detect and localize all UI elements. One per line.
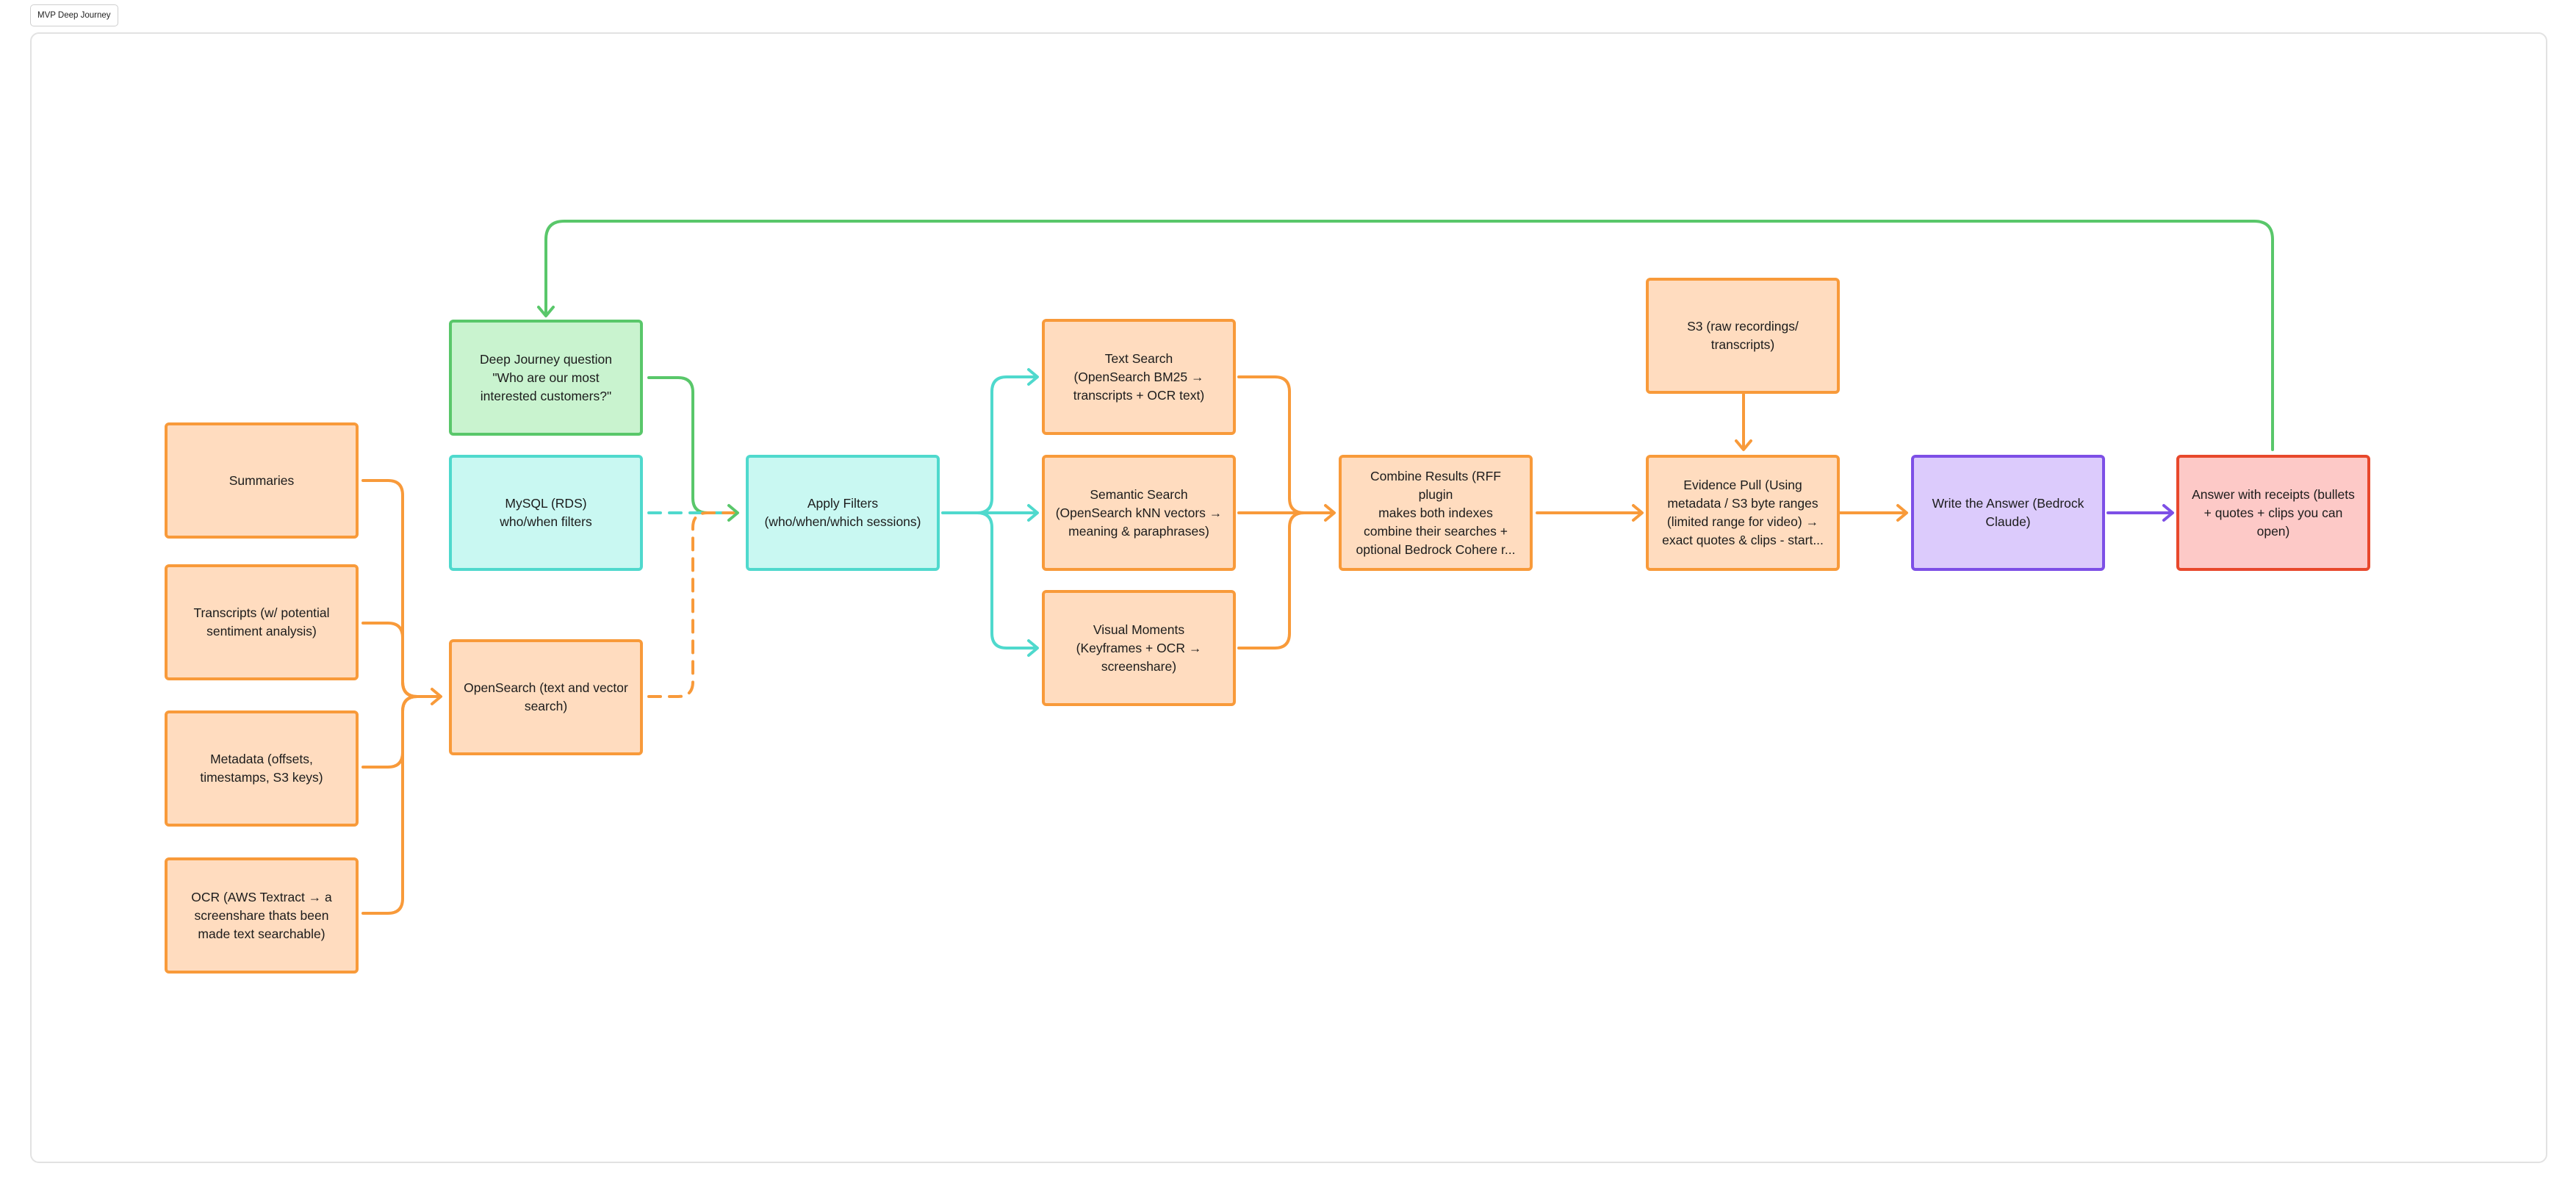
write-answer-node[interactable]: Write the Answer (Bedrock Claude) <box>1911 455 2105 571</box>
semantic-search-node[interactable]: Semantic Search (OpenSearch kNN vectors … <box>1042 455 1236 571</box>
edge-opensearch-filters <box>647 511 736 698</box>
arrowhead-answer <box>2162 504 2174 522</box>
mysql-node[interactable]: MySQL (RDS) who/when filters <box>449 455 643 571</box>
summaries-node[interactable]: Summaries <box>165 422 359 539</box>
edge-filters-searches <box>941 375 1037 650</box>
question-node[interactable]: Deep Journey question "Who are our most … <box>449 320 643 436</box>
answer-node[interactable]: Answer with receipts (bullets + quotes +… <box>2176 455 2370 571</box>
arrowhead-question <box>537 306 555 317</box>
arrowhead-filters <box>727 504 739 522</box>
edge-question-filters <box>647 376 736 514</box>
arrowhead-combine <box>1324 504 1336 522</box>
arrowhead-opensearch <box>431 688 442 705</box>
edge-transcripts-opensearch <box>361 622 441 698</box>
metadata-node[interactable]: Metadata (offsets, timestamps, S3 keys) <box>165 710 359 827</box>
arrowhead-visual-moments <box>1027 639 1039 657</box>
edge-searches-combine <box>1237 375 1334 650</box>
arrowhead-text-search <box>1027 368 1039 386</box>
opensearch-node[interactable]: OpenSearch (text and vector search) <box>449 639 643 755</box>
text-search-node[interactable]: Text Search (OpenSearch BM25 → transcrip… <box>1042 319 1236 435</box>
arrowhead-semantic-search <box>1027 504 1039 522</box>
evidence-pull-node[interactable]: Evidence Pull (Using metadata / S3 byte … <box>1646 455 1840 571</box>
apply-filters-node[interactable]: Apply Filters (who/when/which sessions) <box>746 455 940 571</box>
edge-ocr-opensearch <box>361 695 441 915</box>
arrowhead-evidence <box>1632 504 1644 522</box>
edge-answer-question-loop <box>544 220 2274 451</box>
combine-results-node[interactable]: Combine Results (RFF plugin makes both i… <box>1339 455 1533 571</box>
arrowhead-write <box>1896 504 1908 522</box>
arrowhead-evidence-top <box>1735 439 1752 451</box>
frame-title[interactable]: MVP Deep Journey <box>30 4 118 26</box>
s3-node[interactable]: S3 (raw recordings/ transcripts) <box>1646 278 1840 394</box>
visual-moments-node[interactable]: Visual Moments (Keyframes + OCR → screen… <box>1042 590 1236 706</box>
transcripts-node[interactable]: Transcripts (w/ potential sentiment anal… <box>165 564 359 680</box>
ocr-node[interactable]: OCR (AWS Textract → a screenshare thats … <box>165 857 359 974</box>
